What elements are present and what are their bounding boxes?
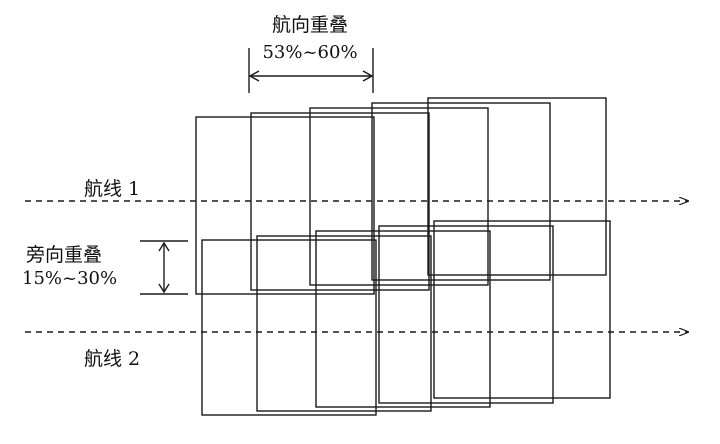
photo-frame [201,239,377,416]
flight-line-1-label: 航线 1 [84,178,141,200]
photo-frame [371,102,551,281]
forward-overlap-title: 航向重叠 [271,14,349,36]
photo-frame [427,97,607,276]
flight-line-1-frames [195,97,607,295]
photo-frame [315,230,491,408]
side-overlap-title: 旁向重叠 [26,244,103,266]
side-overlap-dimension [140,240,188,295]
photo-frame [309,107,489,286]
photo-frame [256,235,432,412]
flight-line-2-label: 航线 2 [84,348,141,370]
photo-frame [433,220,611,399]
side-overlap-range: 15%~30% [22,268,118,289]
flight-line-2-frames [201,220,611,416]
forward-overlap-dimension [248,48,374,93]
photo-frame [378,225,554,404]
photo-frame [195,116,375,295]
forward-overlap-range: 53%~60% [262,42,358,63]
